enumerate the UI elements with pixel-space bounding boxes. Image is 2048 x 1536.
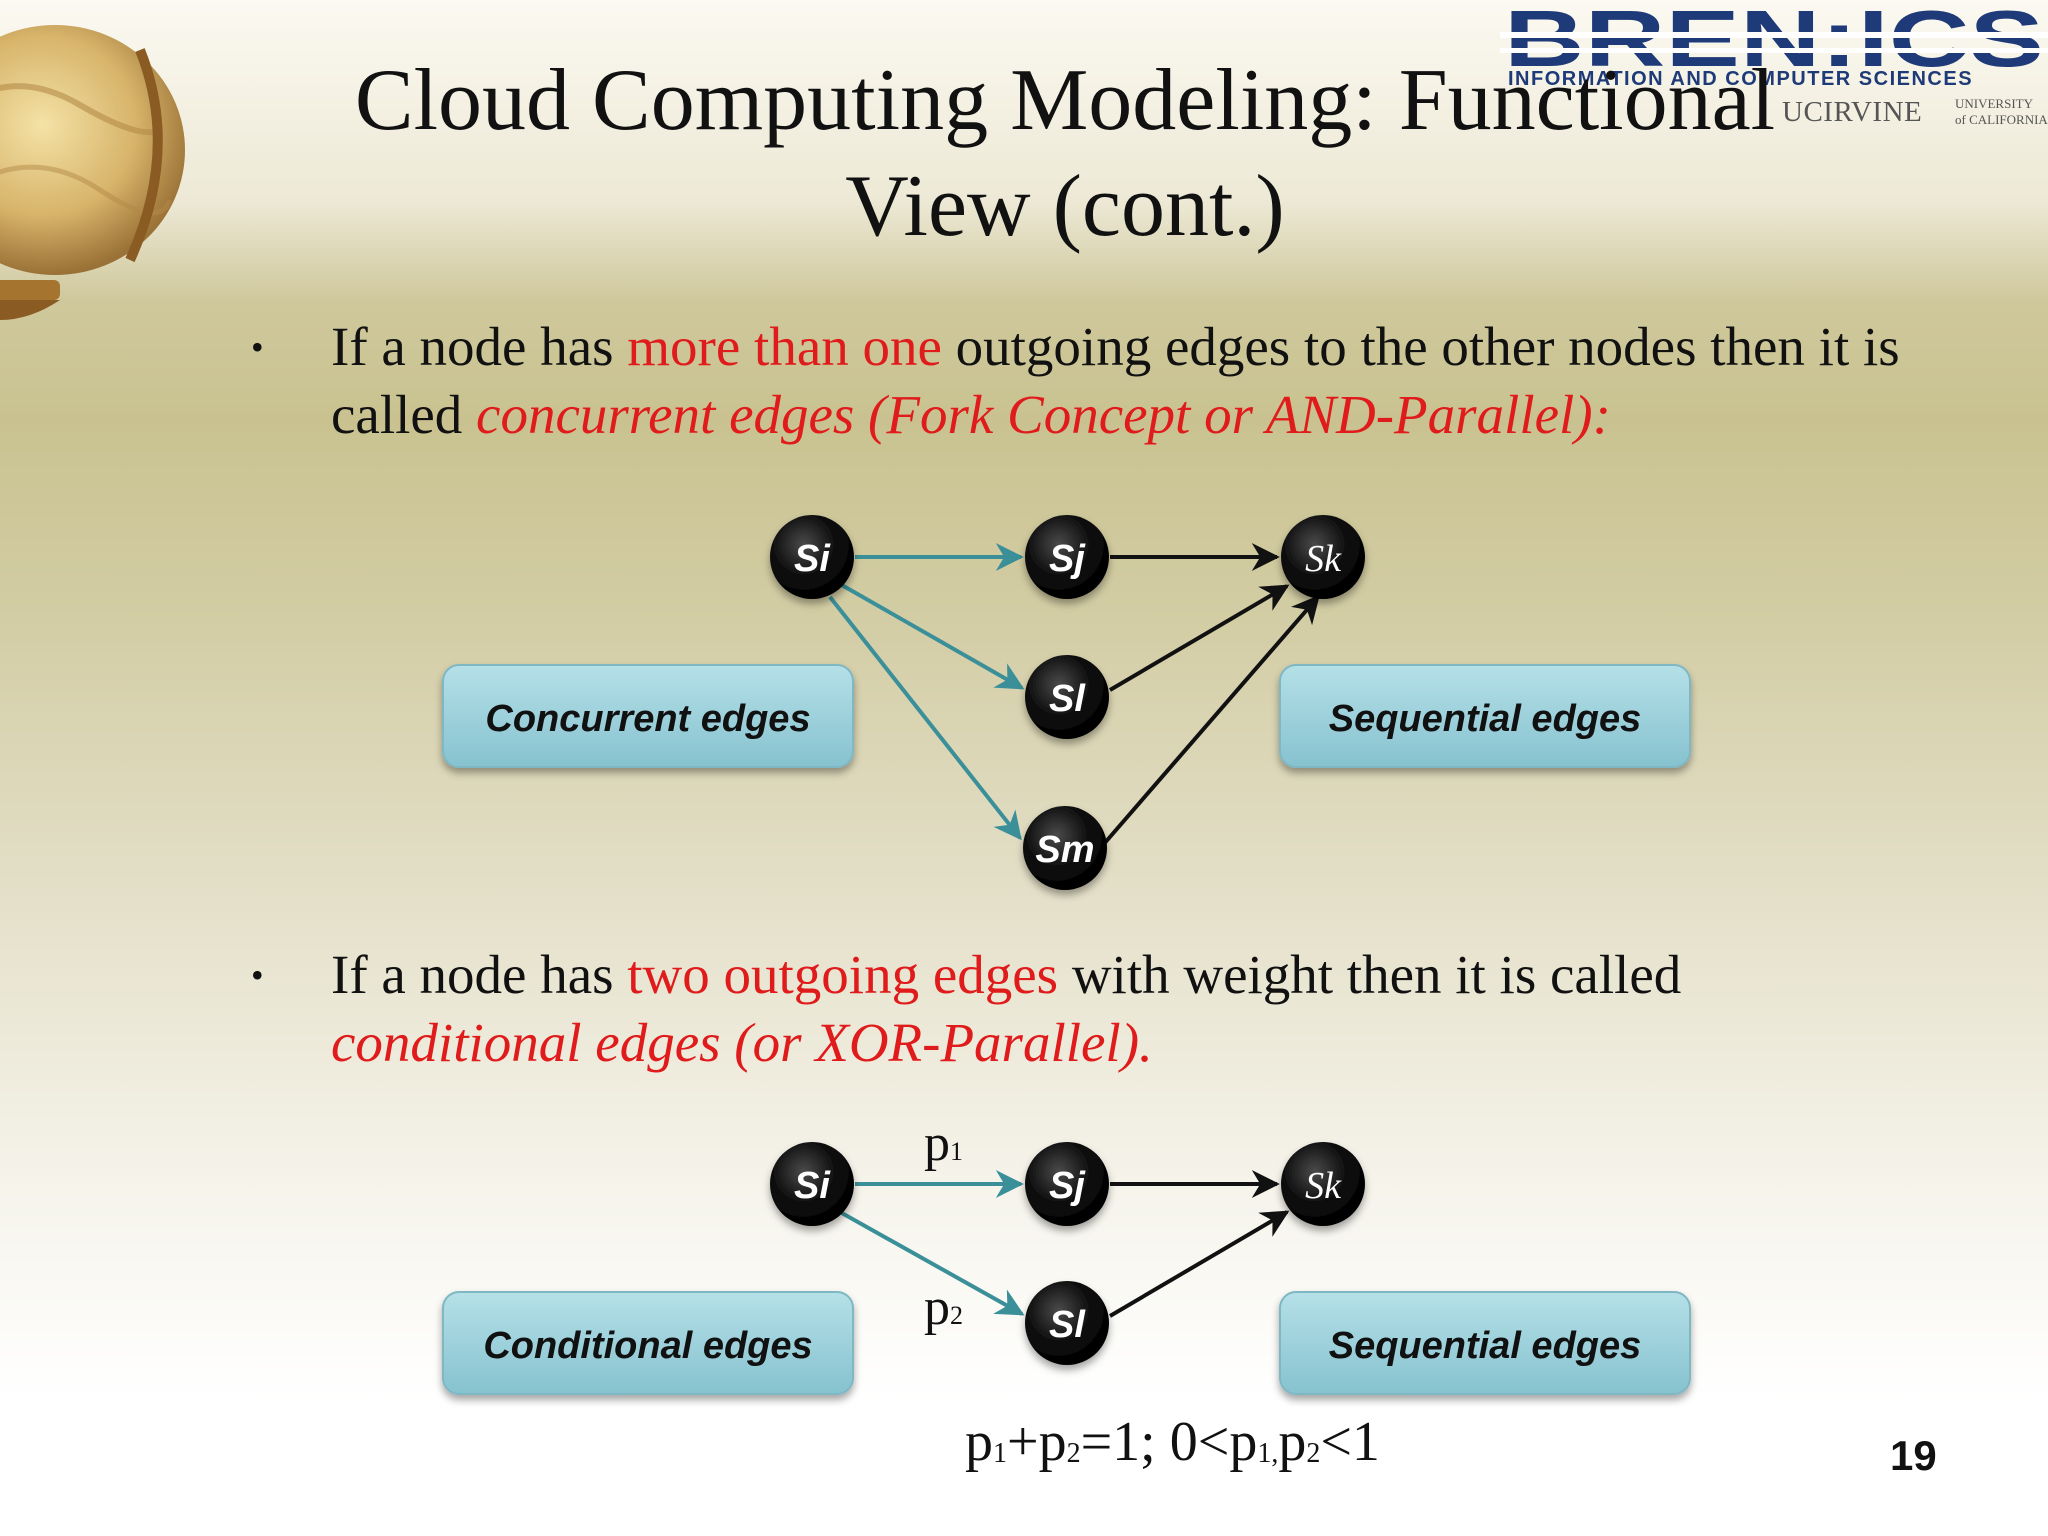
node-sk: Sk bbox=[1281, 515, 1365, 599]
weight-p1: p1 bbox=[924, 1115, 963, 1172]
globe-decoration bbox=[0, 25, 185, 320]
logo-university: UNIVERSITY of CALIFORNIA bbox=[1955, 96, 2048, 127]
bullet-marker: • bbox=[251, 955, 264, 995]
edge-si-sl-p2 bbox=[839, 1210, 1025, 1316]
node-sl: Sl bbox=[1025, 655, 1109, 739]
weight-p2: p2 bbox=[924, 1279, 963, 1336]
node-sj: Sj bbox=[1025, 515, 1109, 599]
bullet-concurrent: • If a node has more than one outgoing e… bbox=[251, 313, 1935, 449]
svg-text:Si: Si bbox=[794, 1165, 831, 1207]
concurrent-edges-box: Concurrent edges bbox=[442, 664, 854, 768]
highlight-conditional-edges: conditional edges (or XOR-Parallel). bbox=[331, 1012, 1153, 1073]
node-sm: Sm bbox=[1023, 806, 1107, 890]
logo-subtitle: INFORMATION AND COMPUTER SCIENCES bbox=[1508, 68, 1974, 90]
title-line-2: View (cont.) bbox=[845, 158, 1285, 255]
svg-text:Si: Si bbox=[794, 538, 831, 580]
title-line-1: Cloud Computing Modeling: Functional bbox=[354, 52, 1776, 149]
diagram2-edges bbox=[839, 1170, 1290, 1318]
node-sj-2: Sj bbox=[1025, 1142, 1109, 1226]
edge-sl-sk bbox=[1108, 1210, 1290, 1318]
edge-sl-sk bbox=[1108, 584, 1290, 692]
svg-text:Concurrent edges: Concurrent edges bbox=[485, 698, 810, 740]
svg-text:Conditional edges: Conditional edges bbox=[483, 1325, 812, 1367]
slide-title: Cloud Computing Modeling: Functional Vie… bbox=[240, 48, 1890, 260]
sequential-edges-box-2: Sequential edges bbox=[1279, 1291, 1691, 1395]
highlight-concurrent-edges: concurrent edges (Fork Concept or AND-Pa… bbox=[476, 384, 1611, 445]
svg-text:Sequential edges: Sequential edges bbox=[1329, 1325, 1642, 1367]
edge-si-sl bbox=[839, 582, 1025, 690]
svg-text:Sj: Sj bbox=[1049, 1165, 1086, 1207]
svg-text:Sm: Sm bbox=[1035, 829, 1094, 871]
svg-text:Sk: Sk bbox=[1305, 1165, 1342, 1207]
node-si-2: Si bbox=[770, 1142, 854, 1226]
sequential-edges-box: Sequential edges bbox=[1279, 664, 1691, 768]
svg-text:Sequential edges: Sequential edges bbox=[1329, 698, 1642, 740]
bren-ics-logo: BREN:ICS INFORMATION AND COMPUTER SCIENC… bbox=[1500, 8, 2048, 133]
svg-text:Sj: Sj bbox=[1049, 538, 1086, 580]
edge-sm-sk bbox=[1101, 594, 1320, 847]
svg-text:BREN:ICS: BREN:ICS bbox=[1504, 8, 2044, 74]
svg-text:Sk: Sk bbox=[1305, 538, 1342, 580]
bullet-conditional: • If a node has two outgoing edges with … bbox=[251, 941, 1935, 1077]
node-sl-2: Sl bbox=[1025, 1281, 1109, 1365]
highlight-more-than-one: more than one bbox=[627, 316, 942, 377]
edge-si-sm bbox=[828, 595, 1022, 841]
page-number: 19 bbox=[1890, 1432, 1937, 1479]
node-sk-2: Sk bbox=[1281, 1142, 1365, 1226]
conditional-edges-box: Conditional edges bbox=[442, 1291, 854, 1395]
highlight-two-outgoing-edges: two outgoing edges bbox=[627, 944, 1059, 1005]
svg-text:Sl: Sl bbox=[1049, 678, 1086, 720]
svg-text:Sl: Sl bbox=[1049, 1304, 1086, 1346]
logo-uc-irvine: UCIRVINE bbox=[1782, 96, 1923, 128]
node-si: Si bbox=[770, 515, 854, 599]
logo-wordmark: BREN:ICS bbox=[1500, 8, 2048, 74]
probability-formula: p1+p2=1; 0<p1,p2<1 bbox=[965, 1411, 1380, 1473]
diagram1-edges bbox=[828, 543, 1320, 847]
bullet-marker: • bbox=[251, 327, 264, 367]
